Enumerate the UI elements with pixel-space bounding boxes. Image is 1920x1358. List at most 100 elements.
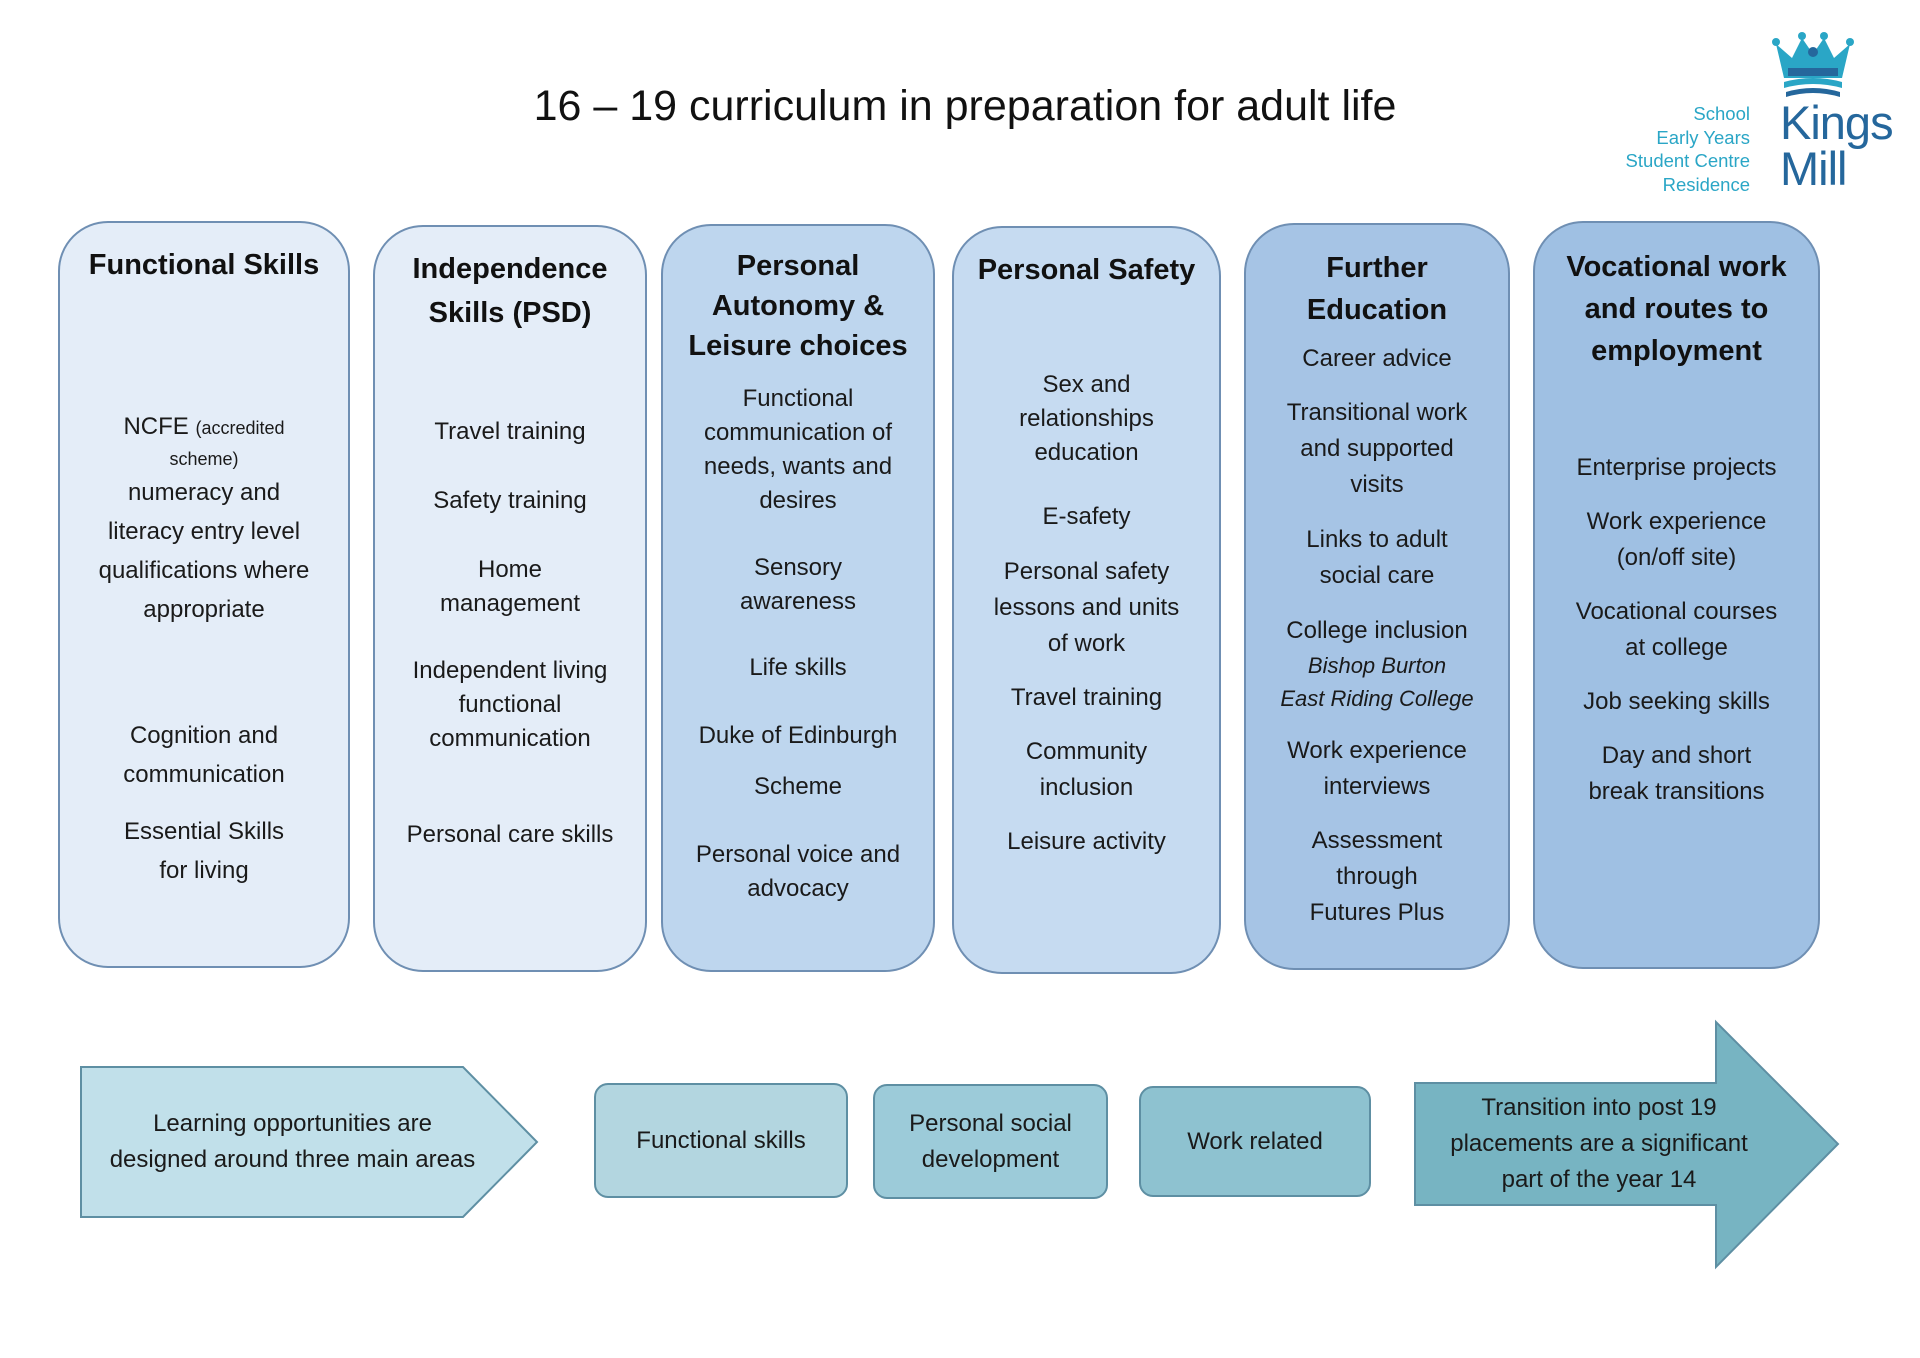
ncfe-note: (accredited bbox=[195, 418, 285, 438]
column-title: Personal bbox=[736, 250, 860, 282]
column-item: relationships bbox=[1019, 405, 1154, 432]
arrow-text-line: part of the year 14 bbox=[1501, 1166, 1697, 1193]
column-title: Vocational work bbox=[1566, 251, 1787, 283]
column-item: Enterprise projects bbox=[1576, 454, 1777, 481]
crown-icon bbox=[1772, 32, 1854, 97]
area-box-label: Work related bbox=[1187, 1127, 1323, 1155]
column-item: Vocational courses bbox=[1575, 598, 1778, 625]
area-box-functional-skills: Functional skills bbox=[594, 1083, 848, 1198]
column-item: NCFE (accredited bbox=[60, 410, 348, 445]
column-title: employment bbox=[1591, 335, 1762, 367]
column-item: social care bbox=[1319, 562, 1435, 589]
column-item: qualifications where bbox=[98, 557, 310, 584]
learning-arrow-shape bbox=[80, 1066, 539, 1218]
column-personal-autonomy: Personal Autonomy & Leisure choices Func… bbox=[661, 224, 935, 972]
column-item: Sensory bbox=[753, 554, 843, 581]
logo-line: School bbox=[1693, 103, 1750, 124]
column-item: at college bbox=[1625, 634, 1728, 661]
column-item: Essential Skills bbox=[123, 818, 285, 845]
column-item: Home bbox=[477, 556, 543, 583]
logo-line: Early Years bbox=[1656, 126, 1750, 148]
column-personal-safety: Personal Safety Sex and relationships ed… bbox=[952, 226, 1221, 974]
column-item: Day and short bbox=[1601, 742, 1752, 769]
column-item: advocacy bbox=[747, 875, 849, 902]
column-item: needs, wants and bbox=[703, 453, 893, 480]
column-item: Personal voice and bbox=[695, 841, 901, 868]
column-item: interviews bbox=[1323, 773, 1431, 800]
logo-tagline: School Early Years Student Centre Reside… bbox=[1626, 102, 1750, 196]
area-box-work-related: Work related bbox=[1139, 1086, 1371, 1197]
column-item: Travel training bbox=[1010, 684, 1163, 711]
column-item: E-safety bbox=[1042, 503, 1131, 530]
column-item: appropriate bbox=[143, 596, 265, 623]
column-item: Job seeking skills bbox=[1583, 688, 1770, 715]
column-item: management bbox=[439, 590, 581, 617]
column-item: Functional bbox=[742, 385, 854, 412]
column-item: literacy entry level bbox=[107, 518, 301, 545]
column-item: East Riding College bbox=[1280, 686, 1474, 711]
area-box-label: development bbox=[921, 1145, 1060, 1173]
column-item: College inclusion bbox=[1286, 617, 1468, 644]
column-title: Skills (PSD) bbox=[428, 297, 592, 329]
column-item: communication bbox=[429, 725, 591, 752]
logo-line: Student Centre bbox=[1625, 150, 1750, 171]
logo-word-kings: Kings bbox=[1780, 96, 1894, 149]
column-item: Safety training bbox=[433, 487, 587, 514]
column-item: inclusion bbox=[1039, 774, 1134, 801]
column-item: awareness bbox=[739, 588, 857, 615]
logo-line: Residence bbox=[1662, 173, 1750, 195]
page-title: 16 – 19 curriculum in preparation for ad… bbox=[533, 82, 1397, 130]
column-item: (on/off site) bbox=[1616, 544, 1737, 571]
column-title: Education bbox=[1306, 294, 1448, 326]
column-title: Independence bbox=[412, 253, 608, 285]
area-box-personal-social: Personal social development bbox=[873, 1084, 1108, 1199]
column-vocational-work: Vocational work and routes to employment… bbox=[1533, 221, 1820, 969]
column-item: Scheme bbox=[753, 773, 843, 800]
column-title: Autonomy & bbox=[711, 290, 885, 322]
column-item: through bbox=[1336, 863, 1418, 890]
column-item: Leisure activity bbox=[1007, 828, 1166, 855]
transition-arrow-text: Transition into post 19 placements are a… bbox=[1414, 1083, 1784, 1205]
column-item: Work experience bbox=[1287, 737, 1467, 764]
arrow-text-line: designed around three main areas bbox=[109, 1146, 476, 1173]
kings-mill-logo: School Early Years Student Centre Reside… bbox=[1610, 32, 1900, 202]
column-item: Bishop Burton bbox=[1307, 653, 1447, 678]
transition-arrow-shape bbox=[1414, 1019, 1840, 1270]
column-further-education: Further Education Career advice Transiti… bbox=[1244, 223, 1510, 970]
column-functional-skills: Functional Skills NCFE (accredited schem… bbox=[58, 221, 350, 968]
ncfe-note: scheme) bbox=[169, 449, 239, 469]
column-independence-skills: Independence Skills (PSD) Travel trainin… bbox=[373, 225, 647, 972]
column-title: Leisure choices bbox=[688, 330, 908, 362]
column-title: Functional Skills bbox=[88, 249, 320, 281]
column-item: break transitions bbox=[1588, 778, 1765, 805]
column-title: and routes to bbox=[1584, 293, 1769, 325]
column-item: Links to adult bbox=[1306, 526, 1448, 553]
column-item: and supported bbox=[1300, 435, 1454, 462]
column-item: communication of bbox=[703, 419, 893, 446]
column-item: desires bbox=[759, 487, 837, 514]
column-item: Travel training bbox=[434, 418, 586, 445]
arrow-text-line: placements are a significant bbox=[1450, 1130, 1748, 1157]
column-item: Career advice bbox=[1302, 345, 1452, 372]
column-item: Personal care skills bbox=[406, 821, 614, 848]
column-item: of work bbox=[1047, 630, 1126, 657]
column-item: education bbox=[1034, 439, 1139, 466]
column-item: functional bbox=[458, 691, 562, 718]
column-item: Duke of Edinburgh bbox=[698, 722, 898, 749]
column-item: Transitional work bbox=[1286, 399, 1468, 426]
column-item: numeracy and bbox=[127, 479, 281, 506]
ncfe-label: NCFE bbox=[123, 413, 189, 440]
learning-arrow-text: Learning opportunities are designed arou… bbox=[80, 1066, 505, 1218]
logo-word-mill: Mill bbox=[1780, 142, 1847, 195]
column-item: Community bbox=[1025, 738, 1148, 765]
column-item: communication bbox=[123, 761, 285, 788]
column-item: Work experience bbox=[1586, 508, 1767, 535]
column-item: Life skills bbox=[749, 654, 847, 681]
column-item: Cognition and bbox=[129, 722, 279, 749]
column-item: Futures Plus bbox=[1309, 899, 1445, 926]
arrow-text-line: Learning opportunities are bbox=[153, 1110, 432, 1137]
area-box-label: Personal social bbox=[909, 1109, 1072, 1137]
column-item: Sex and bbox=[1042, 371, 1131, 398]
column-title: Personal Safety bbox=[977, 254, 1196, 286]
column-item: Assessment bbox=[1311, 827, 1443, 854]
